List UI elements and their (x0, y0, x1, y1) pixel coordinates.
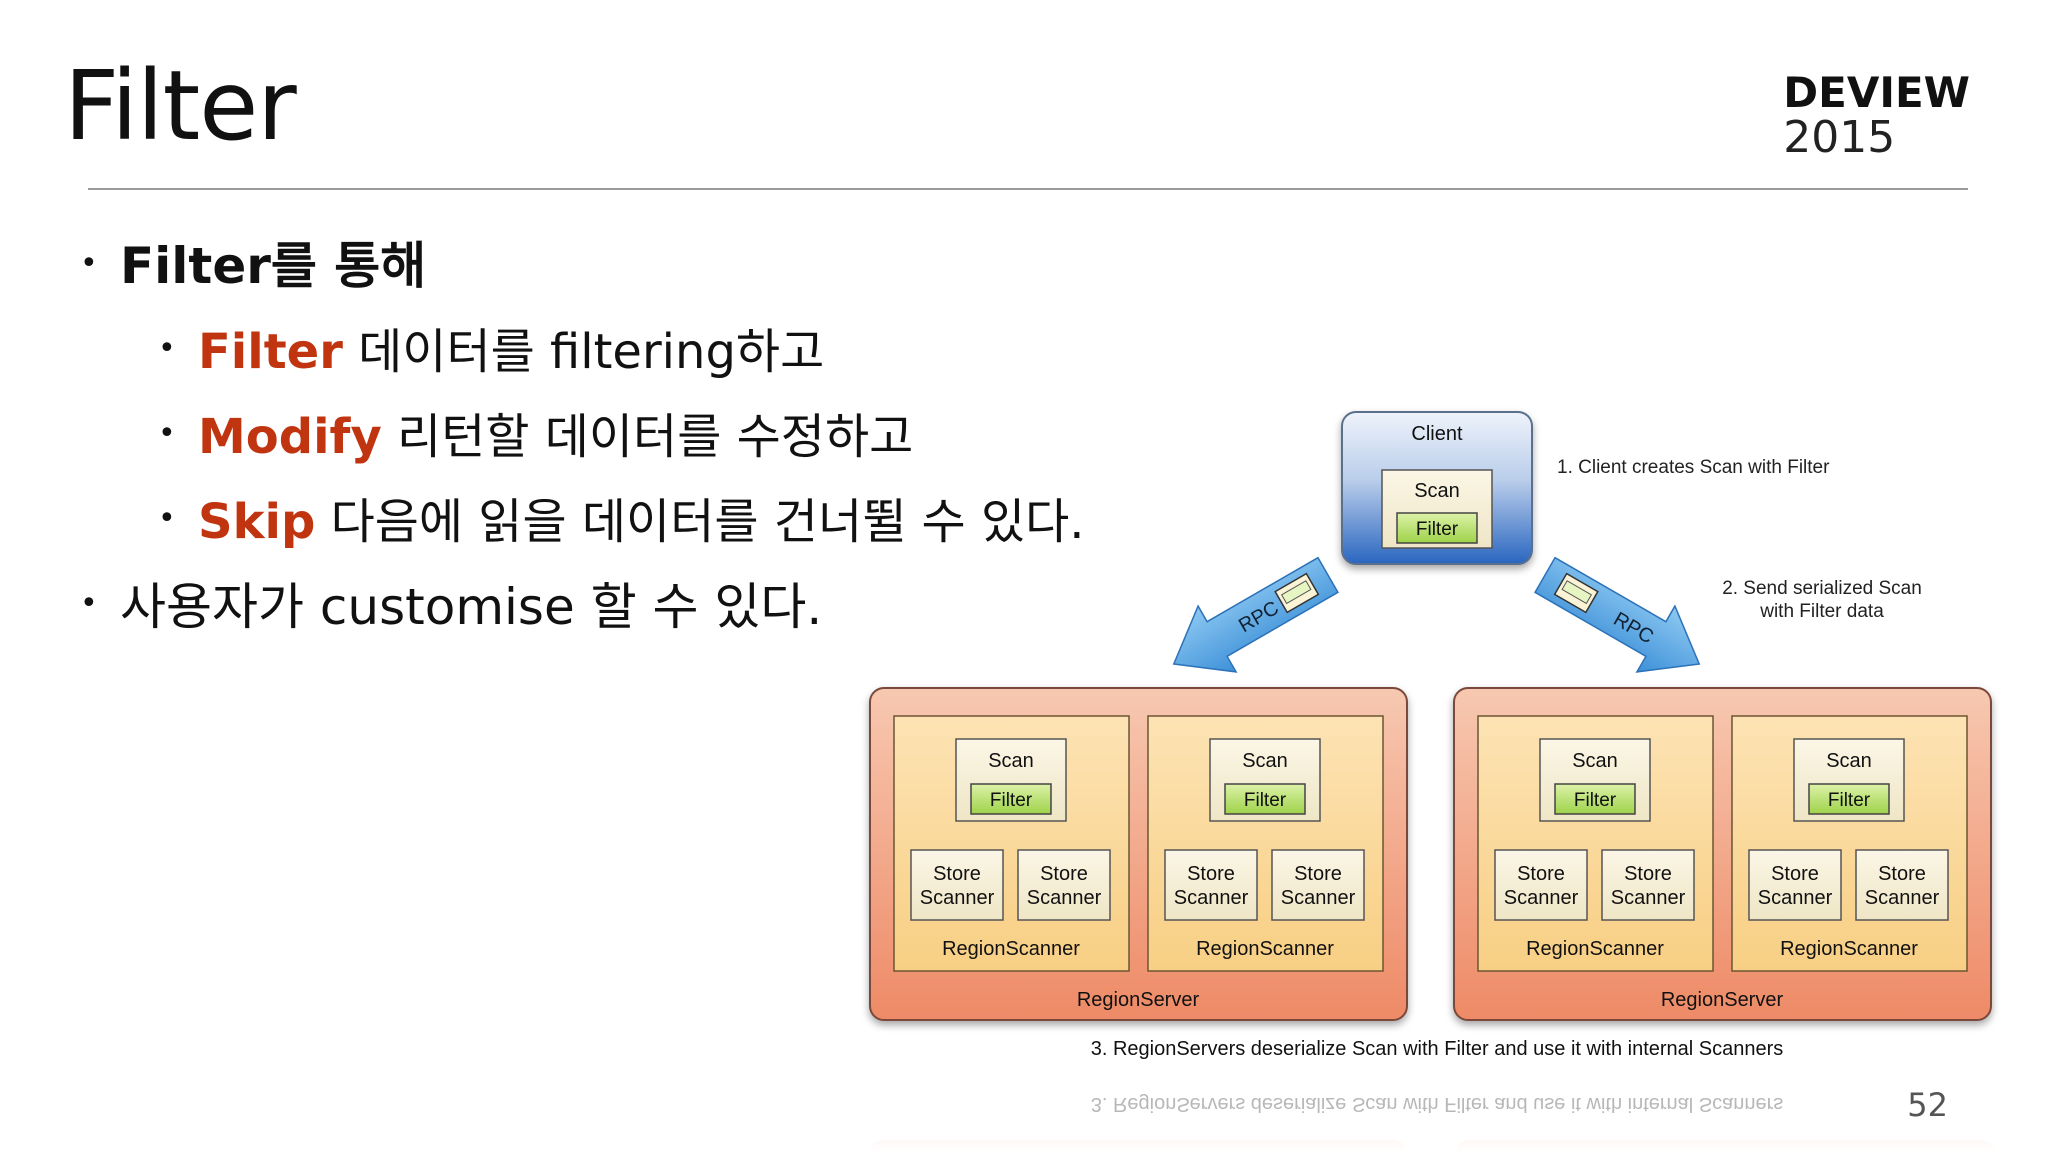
sub-bullet-item: • Filter 데이터를 filtering하고 (158, 311, 1180, 396)
slide-title: Filter (64, 50, 297, 162)
region-scanner: RegionScannerScanFilterStoreScannerStore… (1147, 715, 1384, 972)
bullet-list: • Filter를 통해 • Filter 데이터를 filtering하고 • Mo… (80, 225, 1180, 651)
bullet-dot-icon: • (80, 245, 98, 281)
scanner-label: Scanner (1281, 887, 1356, 909)
bullet-text: 리턴할 데이터를 수정하고 (381, 408, 914, 465)
store-label: Store (1517, 863, 1565, 885)
sub-bullet-item: • Skip 다음에 읽을 데이터를 건너뛸 수 있다. (158, 481, 1180, 566)
region-scanner: RegionScannerScanFilterStoreScannerStore… (1731, 715, 1968, 972)
scanner-label: Scanner (920, 887, 995, 909)
scanner-label: Scanner (1174, 887, 1249, 909)
filter-label: Filter (1828, 790, 1871, 811)
region-scanner: RegionScannerScanFilterStoreScannerStore… (1477, 715, 1714, 972)
bullet-text: Filter를 통해 (120, 237, 427, 295)
title-divider (88, 188, 1968, 190)
bullet-text: 다음에 읽을 데이터를 건너뛸 수 있다. (315, 493, 1085, 550)
region-server: RegionServer RegionScanner ScanFilterStore… (869, 687, 1408, 1021)
region-scanner: RegionScannerScanFilterStoreScannerStore… (893, 715, 1130, 972)
rpc-arrow-right: RPC (1534, 556, 1701, 673)
bullet-dot-icon: • (158, 500, 176, 536)
scanner-label: Scanner (1758, 887, 1833, 909)
bullet-dot-icon: • (80, 586, 98, 621)
bullet-dot-icon: • (158, 330, 176, 366)
step-1-caption: 1. Client creates Scan with Filter (1557, 457, 1830, 478)
client-scan-label: Scan (1414, 480, 1460, 502)
filter-label: Filter (990, 790, 1033, 811)
bullet-text: 사용자가 customise 할 수 있다. (120, 577, 823, 636)
sub-bullet-item: • Modify 리턴할 데이터를 수정하고 (158, 396, 1180, 481)
rpc-arrow-left: RPC (1172, 556, 1339, 673)
brand-logo: DEVIEW 2015 (1783, 72, 1970, 160)
region-servers: RegionServer RegionScanner ScanFilterStore… (869, 687, 1992, 1021)
store-label: Store (1040, 863, 1088, 885)
region-scanner-label: RegionScanner (1780, 938, 1918, 960)
scanner-label: Scanner (1504, 887, 1579, 909)
region-server: RegionServer RegionScanner ScanFilterStore… (1453, 687, 1992, 1021)
store-label: Store (1187, 863, 1235, 885)
bullet-keyword: Skip (198, 493, 316, 550)
client-label: Client (1411, 423, 1463, 445)
step-3-caption-reflection: 3. RegionServers deserialize Scan with F… (1091, 1093, 1784, 1115)
scan-label: Scan (1572, 750, 1618, 772)
scanner-label: Scanner (1611, 887, 1686, 909)
step-3-caption: 3. RegionServers deserialize Scan with F… (1091, 1038, 1784, 1060)
client-filter-label: Filter (1416, 519, 1459, 540)
bullet-text: 데이터를 filtering하고 (342, 323, 825, 380)
scan-label: Scan (1242, 750, 1288, 772)
bullet-keyword: Modify (198, 408, 382, 465)
region-server-label: RegionServer (1077, 989, 1200, 1011)
filter-label: Filter (1244, 790, 1287, 811)
region-scanner-label: RegionScanner (1526, 938, 1664, 960)
bullet-item: • Filter를 통해 (80, 225, 1180, 311)
filter-label: Filter (1574, 790, 1617, 811)
store-label: Store (1294, 863, 1342, 885)
bullet-dot-icon: • (158, 415, 176, 451)
page-number: 52 (1907, 1086, 1948, 1124)
region-scanner-label: RegionScanner (942, 938, 1080, 960)
region-server-label: RegionServer (1661, 989, 1784, 1011)
bullet-item: • 사용자가 customise 할 수 있다. (80, 566, 1180, 652)
store-label: Store (1878, 863, 1926, 885)
step-2-caption-line1: 2. Send serialized Scan (1722, 578, 1922, 599)
brand-name: DEVIEW (1783, 68, 1970, 117)
step-2-caption-line2: with Filter data (1759, 601, 1884, 622)
scan-label: Scan (1826, 750, 1872, 772)
brand-year: 2015 (1783, 112, 1896, 163)
scanner-label: Scanner (1865, 887, 1940, 909)
scanner-label: Scanner (1027, 887, 1102, 909)
region-scanner-label: RegionScanner (1196, 938, 1334, 960)
store-label: Store (933, 863, 981, 885)
caption-reflection: 3. RegionServers deserialize Scan with F… (1091, 1093, 1784, 1115)
bullet-keyword: Filter (198, 323, 343, 380)
scan-label: Scan (988, 750, 1034, 772)
store-label: Store (1624, 863, 1672, 885)
client-node: Client Scan Filter (1341, 411, 1533, 565)
store-label: Store (1771, 863, 1819, 885)
